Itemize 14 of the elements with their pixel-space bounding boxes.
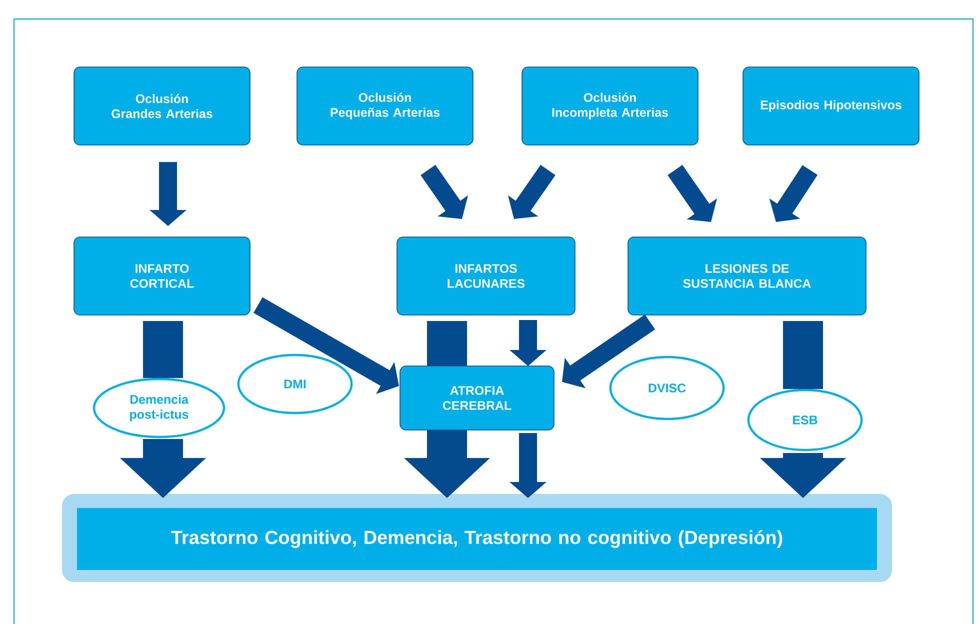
cause-box: Episodios Hipotensivos <box>742 66 920 146</box>
cause-box: Oclusión Incompleta Arterias <box>522 66 698 146</box>
arrow <box>120 439 206 498</box>
arrow <box>562 314 656 388</box>
cause-box: Oclusión Grandes Arterias <box>74 66 250 146</box>
arrow <box>668 164 718 222</box>
cause-box: Oclusión Pequeñas Arterias <box>296 66 474 146</box>
lesion-box: INFARTOS LACUNARES <box>396 236 576 316</box>
lesion-box: LESIONES DE SUSTANCIA BLANCA <box>628 236 866 316</box>
outcome-box: Trastorno Cognitivo, Demencia, Trastorno no cognitivo (Depresión) <box>77 508 877 570</box>
arrow <box>420 164 468 219</box>
lesion-box: INFARTO CORTICAL <box>74 236 250 316</box>
arrow <box>760 453 846 498</box>
lesion-box: ATROFIA CEREBRAL <box>400 366 554 430</box>
